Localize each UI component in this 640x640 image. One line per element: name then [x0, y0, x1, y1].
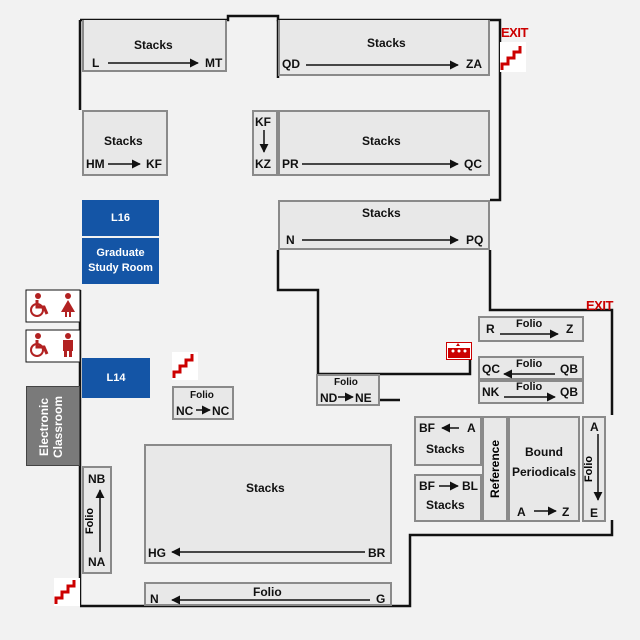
folio-qc-qb	[478, 356, 584, 380]
stairs-icon	[54, 578, 80, 606]
folio-nk-to: QB	[560, 385, 578, 399]
room-l14: L14	[82, 358, 150, 398]
stacks-qd-za-to: ZA	[466, 57, 482, 71]
stacks-pr-qc-from: PR	[282, 157, 299, 171]
stacks-hg-br	[144, 444, 392, 564]
stacks-bf-a-from: BF	[419, 421, 435, 435]
grad-study-line1: Graduate	[96, 247, 145, 260]
folio-na-nb	[82, 466, 112, 574]
exit-sign-right: EXIT	[586, 298, 613, 313]
folio-qc-title: Folio	[516, 358, 543, 370]
periodicals-to: Z	[562, 505, 570, 519]
folio-ng-title: Folio	[253, 585, 282, 599]
folio-nk-qb	[478, 380, 584, 404]
women-restroom-icon	[61, 293, 75, 317]
periodicals-line1: Bound	[525, 445, 563, 459]
exit-sign-top: EXIT	[501, 25, 528, 40]
stairs-icon	[500, 42, 526, 72]
accessible-icon	[30, 333, 49, 357]
folio-nc-from: NC	[176, 404, 194, 418]
folio-nk-from: NK	[482, 385, 500, 399]
folio-qc-to: QB	[560, 362, 578, 376]
folio-nk-title: Folio	[516, 381, 543, 393]
stacks-bf-bl-title: Stacks	[426, 498, 465, 512]
stacks-l-mt-to: MT	[205, 56, 223, 70]
stacks-kf-kz-from: KF	[255, 115, 271, 129]
stacks-bf-bl-from: BF	[419, 479, 435, 493]
men-restroom-icon	[63, 333, 73, 357]
stacks-hm-kf	[82, 110, 168, 176]
folio-nd-title: Folio	[334, 377, 358, 388]
stacks-pr-qc-title: Stacks	[362, 134, 401, 148]
folio-ae-to: E	[590, 506, 599, 520]
folio-nd-from: ND	[320, 391, 338, 405]
folio-rz-to: Z	[566, 322, 574, 336]
stacks-bf-bl-to: BL	[462, 479, 478, 493]
electronic-classroom	[26, 386, 80, 466]
stacks-qd-za-from: QD	[282, 57, 300, 71]
reference-section	[482, 416, 508, 522]
folio-nd-to: NE	[355, 391, 372, 405]
folio-na-nb-to: NB	[88, 472, 106, 486]
elevator-icon	[446, 342, 472, 360]
stacks-l-mt-title: Stacks	[134, 38, 173, 52]
accessible-icon	[30, 293, 49, 317]
folio-nc-to: NC	[212, 404, 230, 418]
room-graduate-study: Graduate Study Room	[82, 238, 159, 284]
stacks-kf-kz-to: KZ	[255, 157, 271, 171]
stacks-l-mt-from: L	[92, 56, 100, 70]
folio-ng-to: G	[376, 592, 386, 606]
folio-rz-from: R	[486, 322, 495, 336]
stacks-qd-za-title: Stacks	[367, 36, 406, 50]
stacks-pr-qc-to: QC	[464, 157, 482, 171]
stacks-n-pq-to: PQ	[466, 233, 484, 247]
folio-qc-from: QC	[482, 362, 500, 376]
bound-periodicals	[508, 416, 580, 522]
stacks-bf-a-title: Stacks	[426, 442, 465, 456]
stacks-n-pq-from: N	[286, 233, 295, 247]
grad-study-line2: Study Room	[88, 262, 153, 274]
stacks-hm-kf-to: KF	[146, 157, 162, 171]
folio-nc-title: Folio	[190, 390, 214, 401]
stacks-bf-bl	[414, 474, 482, 522]
stacks-hm-kf-from: HM	[86, 157, 105, 171]
stairs-icon	[172, 352, 198, 380]
periodicals-from: A	[517, 505, 526, 519]
stacks-n-pq-title: Stacks	[362, 206, 401, 220]
stacks-bf-a-to: A	[467, 421, 476, 435]
periodicals-line2: Periodicals	[512, 465, 577, 479]
folio-n-g	[144, 582, 392, 606]
folio-na-nb-from: NA	[88, 555, 106, 569]
stacks-hg-br-from: HG	[148, 546, 166, 560]
folio-ae-from: A	[590, 420, 599, 434]
folio-a-e	[582, 416, 606, 522]
stacks-hg-br-title: Stacks	[246, 481, 285, 495]
folio-rz-title: Folio	[516, 318, 543, 330]
folio-r-z	[478, 316, 584, 342]
folio-ng-from: N	[150, 592, 159, 606]
room-l16: L16	[82, 200, 159, 236]
stacks-kf-kz	[252, 110, 278, 176]
stacks-hm-kf-title: Stacks	[104, 134, 143, 148]
stacks-hg-br-to: BR	[368, 546, 386, 560]
